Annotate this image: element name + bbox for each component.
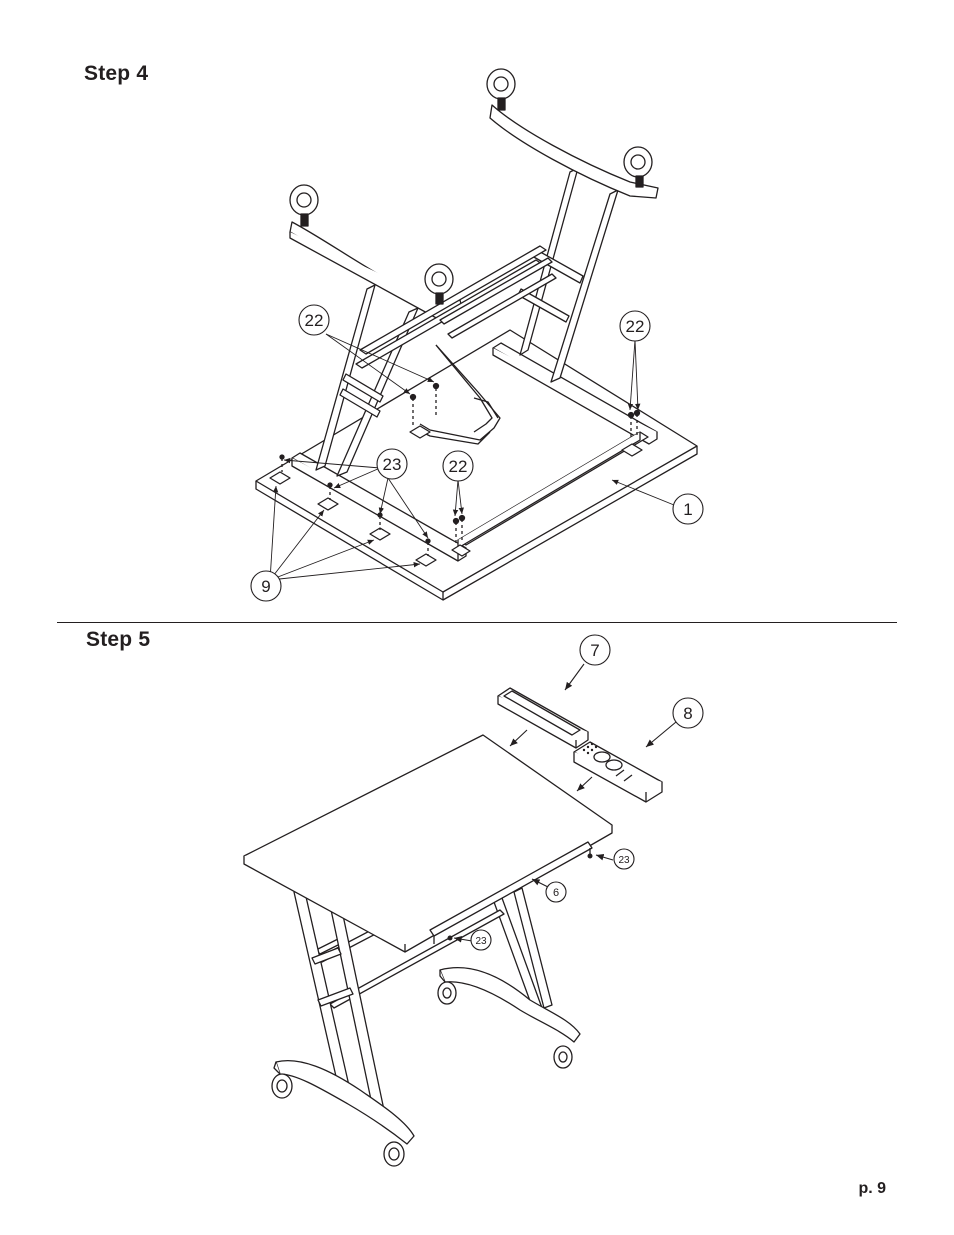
- desktop-panel: [244, 735, 612, 952]
- desk-organizer: [574, 742, 662, 802]
- callout-7-label: 7: [590, 641, 599, 660]
- callout-23-right-label: 23: [618, 855, 630, 866]
- pencil-tray: [498, 688, 588, 748]
- callout-8-label: 8: [683, 704, 692, 723]
- callout-23-left-label: 23: [475, 936, 487, 947]
- callout-6-label: 6: [553, 887, 559, 899]
